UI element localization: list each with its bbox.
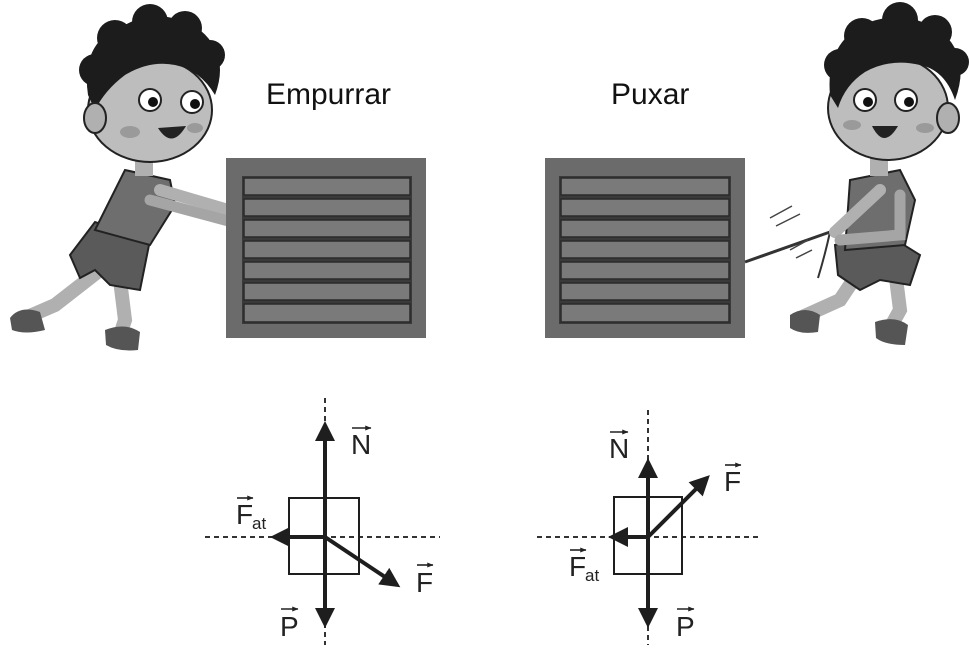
svg-text:F: F (724, 466, 741, 497)
applied-force-arrow (646, 475, 710, 539)
label-normal: N (351, 425, 372, 460)
boy-pulling-illustration (744, 2, 969, 345)
caption-push: Empurrar (266, 78, 391, 111)
svg-text:at: at (252, 514, 266, 533)
label-applied: F (724, 462, 742, 497)
label-weight: P (676, 606, 695, 642)
svg-text:P: P (676, 611, 695, 642)
caption-pull: Puxar (611, 78, 689, 111)
crate-pulled (545, 158, 745, 338)
label-friction: F at (569, 547, 599, 585)
label-normal: N (609, 429, 629, 464)
svg-text:at: at (585, 566, 599, 585)
crate-pushed (226, 158, 426, 338)
svg-text:N: N (351, 429, 371, 460)
label-friction: F at (236, 495, 266, 533)
free-body-diagram-pull: N P F F at (537, 410, 760, 645)
svg-text:F: F (416, 567, 433, 598)
free-body-diagram-push: N P F F at (205, 398, 440, 645)
svg-text:N: N (609, 433, 629, 464)
label-applied: F (416, 562, 434, 598)
svg-text:P: P (280, 611, 299, 642)
label-weight: P (280, 606, 299, 642)
svg-text:F: F (236, 499, 253, 530)
boy-pushing-illustration (10, 4, 241, 351)
svg-text:F: F (569, 551, 586, 582)
applied-force-arrow (323, 535, 401, 588)
